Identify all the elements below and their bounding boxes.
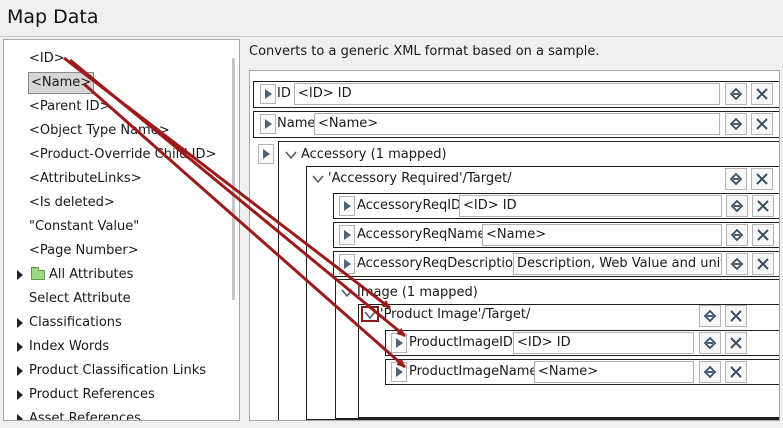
source-item-attribute-links[interactable]: <AttributeLinks> [29, 171, 142, 186]
row-label: AccessoryReqID [357, 198, 462, 213]
edit-mapping-icon[interactable] [726, 224, 748, 246]
expand-index-words-icon[interactable] [17, 342, 23, 352]
source-item-all-attributes[interactable]: All Attributes [49, 267, 134, 282]
source-item-product-classification-links[interactable]: Product Classification Links [29, 363, 207, 378]
expand-arrow-icon[interactable] [260, 84, 276, 104]
row-label: ProductImageName [409, 364, 538, 379]
expand-arrow-icon[interactable] [339, 225, 355, 245]
row-label: ProductImageID [409, 335, 513, 350]
mapping-field[interactable]: <Name> [482, 224, 722, 246]
source-item-parent-id[interactable]: <Parent ID> [29, 99, 111, 114]
expand-arrow-icon[interactable] [339, 254, 355, 274]
accessory-target-label: 'Accessory Required'/Target/ [328, 171, 512, 186]
expand-classifications-icon[interactable] [17, 318, 23, 328]
source-item-classifications[interactable]: Classifications [29, 315, 122, 330]
source-item-constant-value[interactable]: "Constant Value" [29, 219, 140, 234]
mapping-row-product-image-name: ProductImageName <Name> [385, 359, 779, 385]
mapping-row-id: ID <ID> ID [253, 81, 779, 108]
accessory-target-group: 'Accessory Required'/Target/ AccessoryRe… [306, 166, 779, 420]
expand-arrow-icon[interactable] [339, 196, 355, 216]
chevron-down-icon[interactable] [341, 287, 353, 299]
accessory-group-label: Accessory (1 mapped) [301, 147, 447, 162]
highlight-marker [361, 306, 379, 322]
edit-mapping-icon[interactable] [726, 195, 748, 217]
edit-mapping-icon[interactable] [725, 113, 747, 135]
window-title: Map Data [7, 6, 99, 28]
mapping-row-accessory-req-description: AccessoryReqDescription Description, Web… [333, 251, 779, 277]
title-divider [0, 36, 783, 37]
source-item-product-references[interactable]: Product References [29, 387, 155, 402]
edit-mapping-icon[interactable] [725, 83, 747, 105]
expand-all-attributes-icon[interactable] [17, 270, 23, 280]
product-image-target-label: 'Product Image'/Target/ [380, 307, 531, 322]
mapping-row-product-image-id: ProductImageID <ID> ID [385, 330, 779, 356]
row-label: AccessoryReqName [357, 227, 486, 242]
target-mapping-panel[interactable]: ID <ID> ID Name <Name> Accessory (1 mapp… [249, 70, 780, 421]
mapping-field[interactable]: <Name> [314, 113, 720, 135]
remove-icon[interactable] [752, 253, 774, 275]
expand-arrow-icon[interactable] [391, 362, 407, 382]
product-image-target-group: 'Product Image'/Target/ ProductImageID <… [358, 304, 779, 418]
row-label: Name [277, 116, 316, 131]
edit-mapping-icon[interactable] [699, 305, 721, 327]
accessory-group: Accessory (1 mapped) 'Accessory Required… [278, 141, 779, 420]
mapping-row-name: Name <Name> [253, 111, 779, 138]
chevron-down-icon[interactable] [285, 149, 297, 161]
mapping-row-accessory-req-id: AccessoryReqID <ID> ID [333, 193, 779, 219]
chevron-down-icon[interactable] [312, 173, 324, 185]
description-text: Converts to a generic XML format based o… [249, 44, 600, 59]
remove-icon[interactable] [725, 305, 747, 327]
source-item-select-attribute[interactable]: Select Attribute [29, 291, 131, 306]
folder-icon [31, 267, 45, 280]
remove-icon[interactable] [751, 113, 773, 135]
mapping-field[interactable]: <ID> ID [513, 332, 694, 354]
expand-product-references-icon[interactable] [17, 390, 23, 400]
expand-asset-references-icon[interactable] [17, 414, 23, 420]
source-tree-panel[interactable]: <ID> <Name> <Parent ID> <Object Type Nam… [3, 39, 240, 421]
mapping-field[interactable]: <ID> ID [294, 83, 720, 105]
remove-icon[interactable] [725, 361, 747, 383]
vertical-scrollbar[interactable] [232, 58, 235, 300]
expand-arrow-icon[interactable] [260, 114, 276, 134]
edit-mapping-icon[interactable] [726, 253, 748, 275]
image-group: Image (1 mapped) 'Product Image'/Target/ [335, 279, 779, 419]
remove-icon[interactable] [751, 83, 773, 105]
source-item-name[interactable]: <Name> [28, 72, 95, 94]
expand-arrow-icon[interactable] [391, 333, 407, 353]
mapping-field[interactable]: Description, Web Value and unit [513, 253, 722, 275]
source-item-product-override-child-id[interactable]: <Product-Override Child ID> [29, 147, 217, 162]
remove-icon[interactable] [752, 224, 774, 246]
edit-mapping-icon[interactable] [725, 168, 747, 190]
mapping-row-accessory-req-name: AccessoryReqName <Name> [333, 222, 779, 248]
source-item-is-deleted[interactable]: <Is deleted> [29, 195, 115, 210]
source-item-object-type-name[interactable]: <Object Type Name> [29, 123, 170, 138]
row-label: AccessoryReqDescription [357, 256, 522, 271]
mapping-field[interactable]: <ID> ID [459, 195, 722, 217]
remove-icon[interactable] [725, 332, 747, 354]
source-item-page-number[interactable]: <Page Number> [29, 243, 139, 258]
expand-product-classification-links-icon[interactable] [17, 366, 23, 376]
remove-icon[interactable] [751, 168, 773, 190]
row-label: ID [277, 86, 291, 101]
mapping-field[interactable]: <Name> [534, 361, 694, 383]
expand-arrow-icon[interactable] [258, 144, 274, 164]
edit-mapping-icon[interactable] [699, 332, 721, 354]
source-item-asset-references[interactable]: Asset References [29, 411, 141, 421]
edit-mapping-icon[interactable] [699, 361, 721, 383]
image-group-label: Image (1 mapped) [357, 285, 478, 300]
source-item-id[interactable]: <ID> [29, 51, 65, 66]
source-item-index-words[interactable]: Index Words [29, 339, 110, 354]
remove-icon[interactable] [752, 195, 774, 217]
